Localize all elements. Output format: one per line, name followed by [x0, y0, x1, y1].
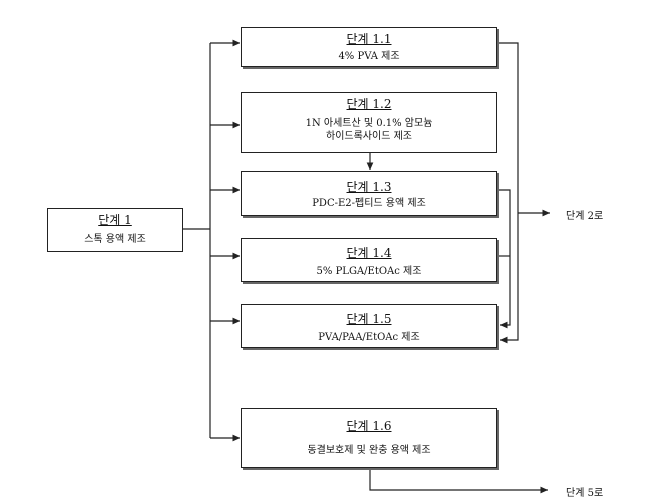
step-1-3-desc: PDC-E2-펩티드 용액 제조	[242, 197, 496, 210]
step-1-5-title: 단계 1.5	[242, 310, 496, 327]
step-1-1-desc: 4% PVA 제조	[242, 50, 496, 63]
step-1-1-box: 단계 1.1 4% PVA 제조	[241, 27, 497, 67]
to-step-5-label: 단계 5로	[566, 484, 603, 499]
step-1-2-box: 단계 1.2 1N 아세트산 및 0.1% 암모늄 하이드록사이드 제조	[241, 92, 497, 153]
step-1-6-desc: 동결보호제 및 완충 용액 제조	[242, 444, 496, 457]
step-1-6-box: 단계 1.6 동결보호제 및 완충 용액 제조	[241, 408, 497, 468]
step-1-5-box: 단계 1.5 PVA/PAA/EtOAc 제조	[241, 304, 497, 348]
step-1-2-title: 단계 1.2	[242, 95, 496, 112]
step-1-2-desc-line2: 하이드록사이드 제조	[242, 130, 496, 143]
step-1-desc: 스톡 용액 제조	[48, 233, 182, 246]
step-1-5-desc: PVA/PAA/EtOAc 제조	[242, 331, 496, 344]
step-1-3-title: 단계 1.3	[242, 178, 496, 195]
step-1-box: 단계 1 스톡 용액 제조	[47, 208, 183, 252]
step-1-4-desc: 5% PLGA/EtOAc 제조	[242, 265, 496, 278]
step-1-title: 단계 1	[48, 211, 182, 228]
step-1-1-title: 단계 1.1	[242, 30, 496, 47]
to-step-2-label: 단계 2로	[566, 207, 603, 222]
step-1-4-title: 단계 1.4	[242, 244, 496, 261]
step-1-4-box: 단계 1.4 5% PLGA/EtOAc 제조	[241, 238, 497, 282]
step-1-2-desc-line1: 1N 아세트산 및 0.1% 암모늄	[242, 117, 496, 130]
step-1-6-title: 단계 1.6	[242, 417, 496, 434]
step-1-3-box: 단계 1.3 PDC-E2-펩티드 용액 제조	[241, 171, 497, 216]
